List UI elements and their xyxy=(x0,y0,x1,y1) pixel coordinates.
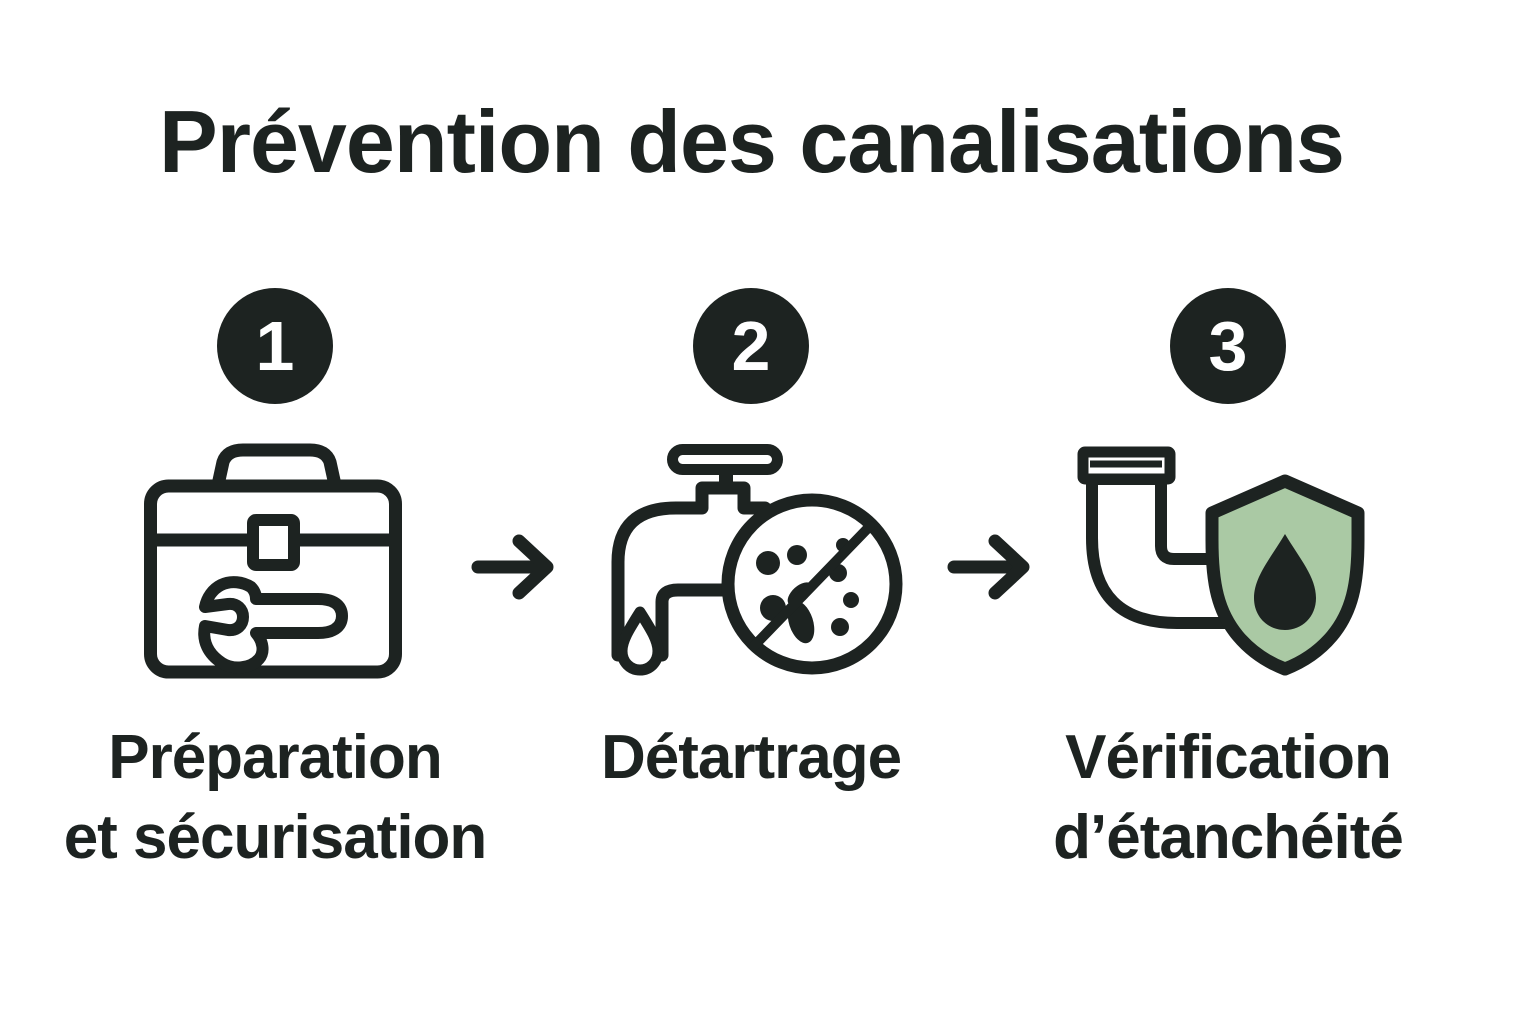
page-title: Prévention des canalisations xyxy=(159,92,1345,191)
step-3-label-line-1: Vérification xyxy=(1065,723,1392,792)
step-1-label-line-1: Préparation xyxy=(108,723,443,792)
pipe-shield-waterdrop-icon xyxy=(1077,446,1365,676)
step-3-label-line-2: d’étanchéité xyxy=(1053,803,1404,872)
step-1-number: 1 xyxy=(255,307,295,385)
step-2-number-badge: 2 xyxy=(693,288,809,404)
arrow-right-icon xyxy=(471,534,554,600)
step-2-label: Détartrage xyxy=(491,718,1011,798)
arrow-right-icon xyxy=(947,534,1030,600)
step-3-number-badge: 3 xyxy=(1170,288,1286,404)
step-2-label-line-1: Détartrage xyxy=(600,723,902,792)
step-2-number: 2 xyxy=(731,307,771,385)
faucet-no-limescale-icon xyxy=(611,444,903,676)
step-1-number-badge: 1 xyxy=(217,288,333,404)
step-3-label: Vérification d’étanchéité xyxy=(968,718,1488,878)
step-1-label: Préparation et sécurisation xyxy=(15,718,535,878)
step-3-number: 3 xyxy=(1208,307,1248,385)
step-1-label-line-2: et sécurisation xyxy=(63,803,488,872)
toolbox-wrench-icon xyxy=(144,443,402,679)
